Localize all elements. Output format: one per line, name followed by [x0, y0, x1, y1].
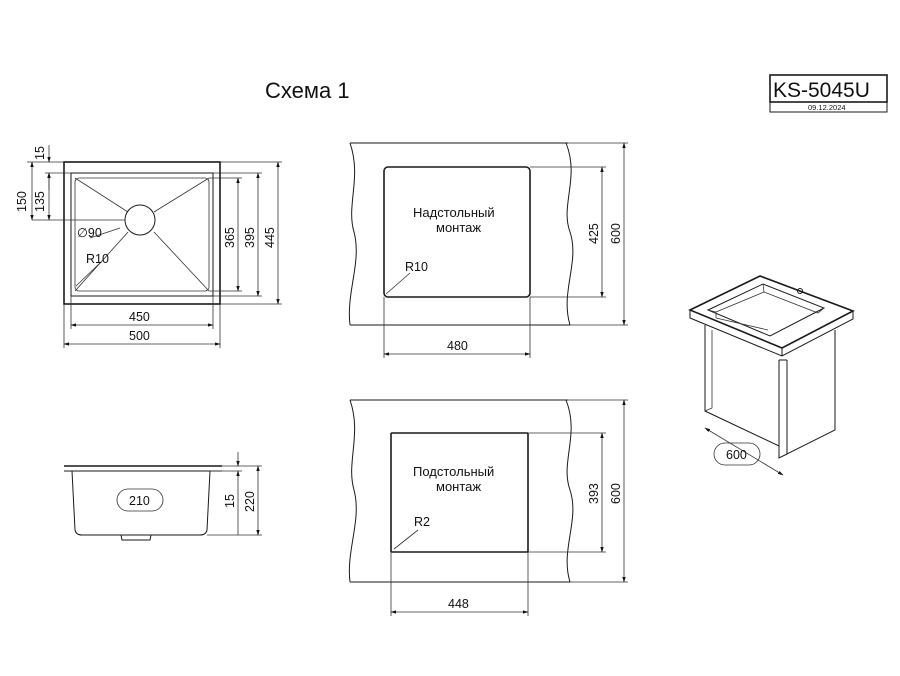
under-mount-hole — [390, 432, 529, 553]
top-mount-radius: R10 — [405, 260, 428, 274]
dim-448: 448 — [448, 597, 469, 611]
top-mount-hole — [383, 166, 531, 298]
top-view: ∅90 R10 15 135 150 365 395 445 — [15, 145, 282, 348]
model-number: KS-5045U — [773, 79, 870, 102]
dim-210: 210 — [129, 494, 150, 508]
under-mount-label-2: монтаж — [436, 479, 481, 494]
dim-600-iso: 600 — [726, 448, 747, 462]
dim-15-side: 15 — [223, 494, 237, 508]
top-mount-cutout: Надстольный монтаж R10 425 600 480 — [348, 142, 628, 358]
model-box: KS-5045U 09.12.2024 — [769, 74, 888, 113]
top-mount-label-1: Надстольный — [413, 205, 495, 220]
dim-150: 150 — [15, 191, 29, 212]
under-mount-label-1: Подстольный — [413, 464, 494, 479]
dim-500: 500 — [129, 329, 150, 343]
dim-15-top: 15 — [33, 146, 47, 160]
depth-badge — [116, 488, 164, 512]
dim-450: 450 — [129, 310, 150, 324]
dim-600-top: 600 — [609, 223, 623, 244]
dim-365: 365 — [223, 227, 237, 248]
drain-hole — [124, 204, 156, 236]
top-mount-label-2: монтаж — [436, 220, 481, 235]
under-mount-cutout: Подстольный монтаж R2 393 600 448 — [348, 399, 628, 616]
drain-diameter-label: ∅90 — [77, 226, 102, 240]
side-view: 210 15 220 — [64, 452, 262, 541]
dim-135: 135 — [33, 191, 47, 212]
under-mount-radius: R2 — [414, 515, 430, 529]
isometric-view: 600 — [688, 275, 855, 476]
dim-480: 480 — [447, 339, 468, 353]
dim-445: 445 — [263, 227, 277, 248]
dim-220: 220 — [243, 491, 257, 512]
drawing-date: 09.12.2024 — [808, 103, 846, 112]
corner-radius-label: R10 — [86, 252, 109, 266]
scheme-title: Схема 1 — [265, 78, 350, 103]
dim-393: 393 — [587, 483, 601, 504]
dim-395: 395 — [243, 227, 257, 248]
dim-425: 425 — [587, 223, 601, 244]
dim-600-under: 600 — [609, 483, 623, 504]
